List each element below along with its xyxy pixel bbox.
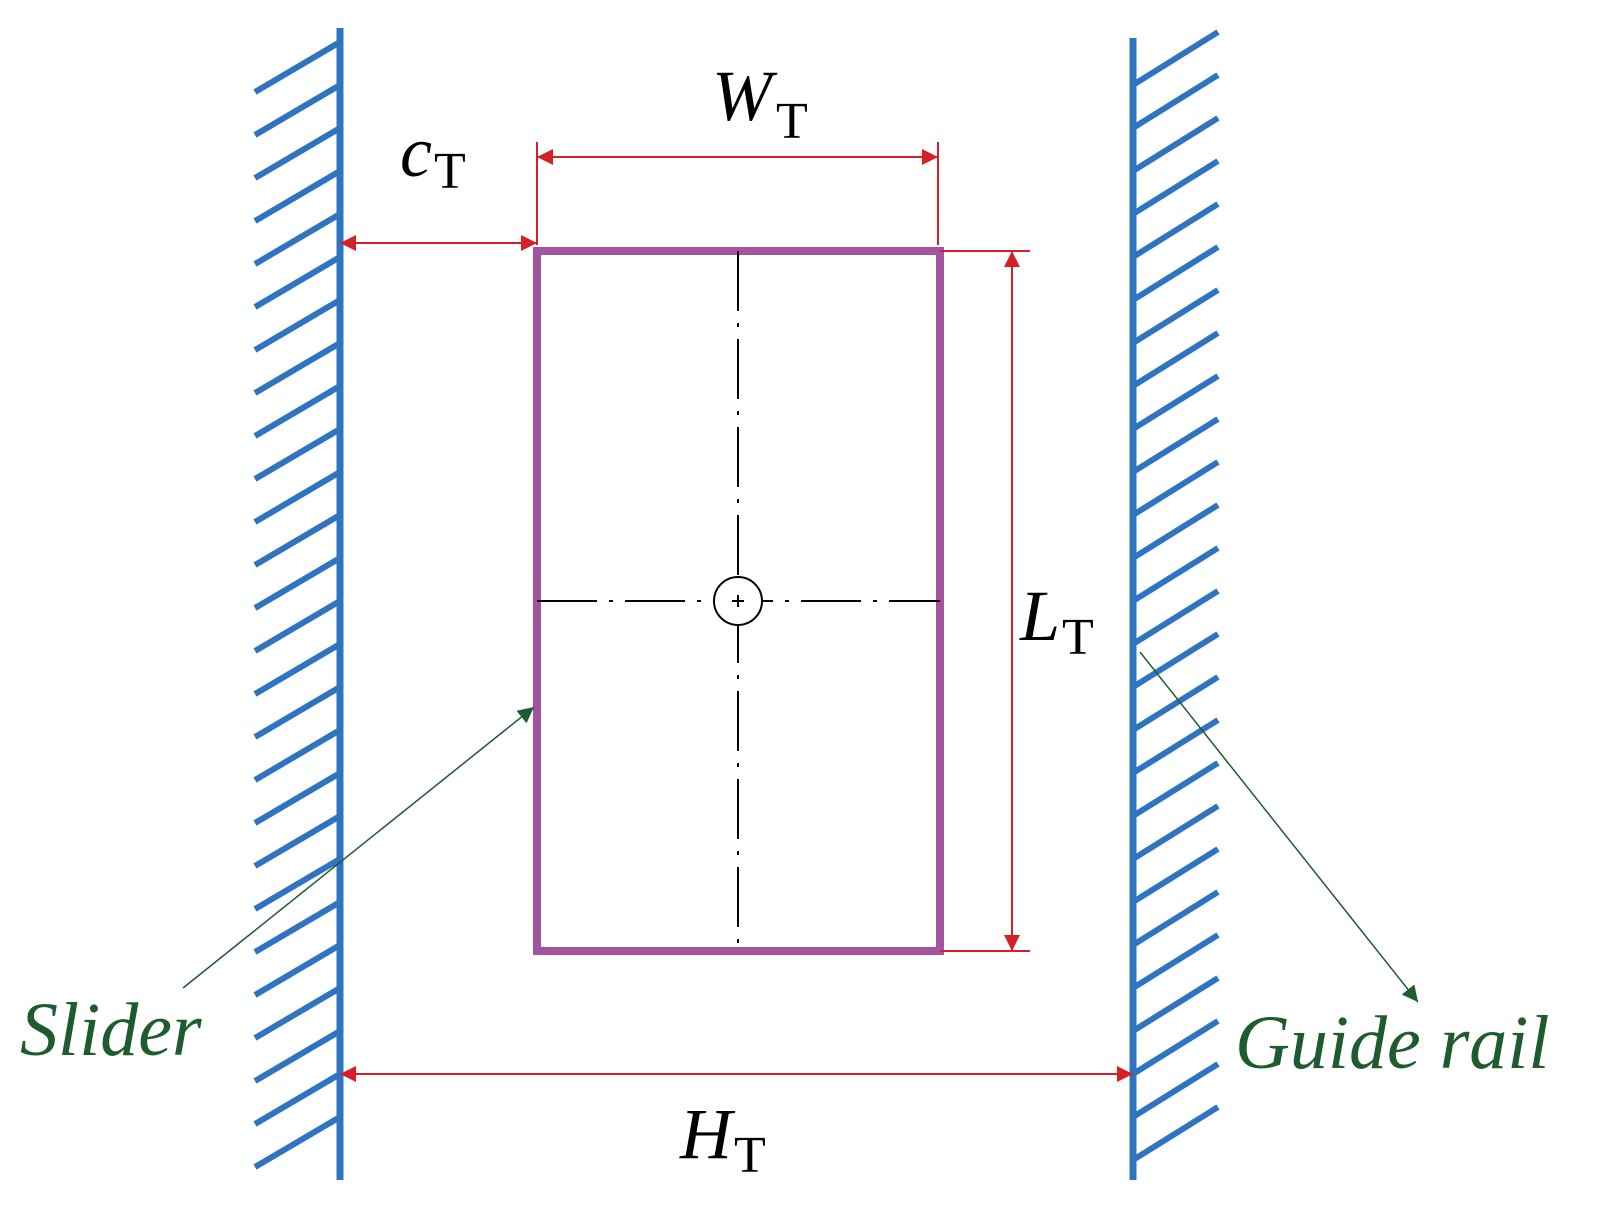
right-rail-hatch [1131,803,1220,862]
left-rail-hatch [253,512,342,568]
right-rail-hatch [1131,29,1220,88]
left-rail-hatch [253,942,342,998]
slider-callout-leader [182,706,535,989]
rail-spacing-label: HT [679,1094,766,1184]
right-rail-hatch [1131,416,1220,475]
right-rail-hatch [1131,373,1220,432]
left-rail-hatch [253,1028,342,1084]
right-rail-hatch [1131,158,1220,217]
left-rail-hatch [253,770,342,826]
width-label: WT [712,56,808,150]
left-rail-hatch [253,1114,342,1170]
right-rail-hatch [1131,330,1220,389]
right-rail-hatch [1131,846,1220,905]
length-label: LT [1019,576,1094,666]
left-rail-hatch [253,426,342,482]
left-rail-hatch [253,168,342,224]
right-rail-hatch [1131,975,1220,1034]
clearance-label: cT [400,112,466,200]
right-rail-hatch [1131,459,1220,518]
right-rail-hatch [1131,1018,1220,1077]
left-rail-hatch [253,555,342,611]
slider-callout-label: Slider [20,988,202,1072]
right-rail-hatch [1131,244,1220,303]
right-guide-rail [1129,29,1220,1180]
guide-rail-callout-leader [1139,651,1419,1003]
right-rail-hatch [1131,932,1220,991]
left-rail-hatch [253,1071,342,1127]
left-rail-hatch [253,899,342,955]
left-rail-hatch [253,125,342,181]
left-rail-hatch [253,469,342,525]
right-rail-hatch [1131,545,1220,604]
left-guide-rail [253,28,344,1180]
left-rail-hatch [253,727,342,783]
right-rail-hatch [1131,115,1220,174]
right-rail-hatch [1131,1061,1220,1120]
right-rail-hatch [1131,502,1220,561]
right-rail-hatch [1131,287,1220,346]
left-rail-hatch [253,82,342,138]
left-rail-hatch [253,856,342,912]
left-rail-hatch [253,985,342,1041]
left-rail-hatch [253,383,342,439]
left-rail-hatch [253,641,342,697]
right-rail-hatch [1131,1104,1220,1163]
right-rail-hatch [1131,889,1220,948]
right-rail-hatch [1131,760,1220,819]
right-rail-hatch [1131,588,1220,647]
right-rail-hatch [1131,201,1220,260]
left-rail-hatch [253,813,342,869]
left-rail-hatch [253,684,342,740]
left-rail-hatch [253,211,342,267]
right-rail-hatch [1131,717,1220,776]
left-rail-hatch [253,340,342,396]
left-rail-hatch [253,39,342,95]
right-rail-hatch [1131,631,1220,690]
left-rail-hatch [253,297,342,353]
left-rail-hatch [253,598,342,654]
right-rail-hatch [1131,72,1220,131]
left-rail-hatch [253,254,342,310]
right-rail-hatch [1131,674,1220,733]
guide-rail-callout-label: Guide rail [1235,1001,1550,1085]
